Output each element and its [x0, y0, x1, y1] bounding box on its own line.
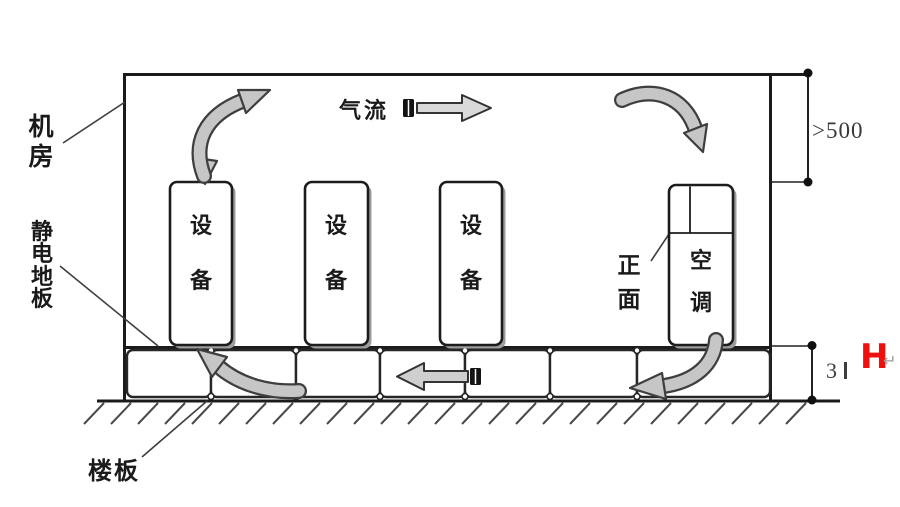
height-symbol: H: [860, 337, 889, 377]
air-conditioner-unit: [667, 183, 737, 349]
leader-lines: [59, 101, 672, 458]
ac-discharge-arrow: [628, 332, 724, 401]
room-outline: [123, 73, 810, 400]
top-clearance-value: >500: [812, 118, 864, 143]
dimension-top-clearance: [772, 68, 813, 187]
floor-slab-label: 楼板: [88, 457, 140, 485]
airflow-label: 气流: [339, 99, 390, 124]
air-conditioner-label: 空调: [689, 249, 712, 316]
paragraph-return-mark: ↵: [883, 351, 897, 370]
equipment-cabinet-2: [303, 180, 372, 349]
underfloor-airflow-arrow: [396, 362, 481, 391]
equipment-label-1: 设备: [189, 214, 212, 294]
dimension-floor-height: [772, 341, 817, 405]
front-face-label: 正面: [617, 253, 641, 314]
equipment-label-3: 设备: [459, 214, 482, 294]
equipment-label-2: 设备: [324, 214, 347, 294]
ground-hatching: [83, 402, 807, 425]
clipped-digit-stroke: [844, 362, 847, 379]
airflow-direction-arrow: [403, 94, 492, 122]
falling-air-arrow-right: [614, 85, 709, 154]
rising-air-arrow-left: [191, 88, 272, 186]
floor-height-value: 3: [826, 358, 837, 383]
floor-supply-arrow: [195, 347, 307, 400]
equipment-cabinet-3: [438, 180, 506, 349]
room-label: 机房: [28, 112, 54, 171]
antistatic-floor-label: 静电地板: [30, 220, 53, 313]
equipment-cabinet-1: [168, 180, 236, 349]
